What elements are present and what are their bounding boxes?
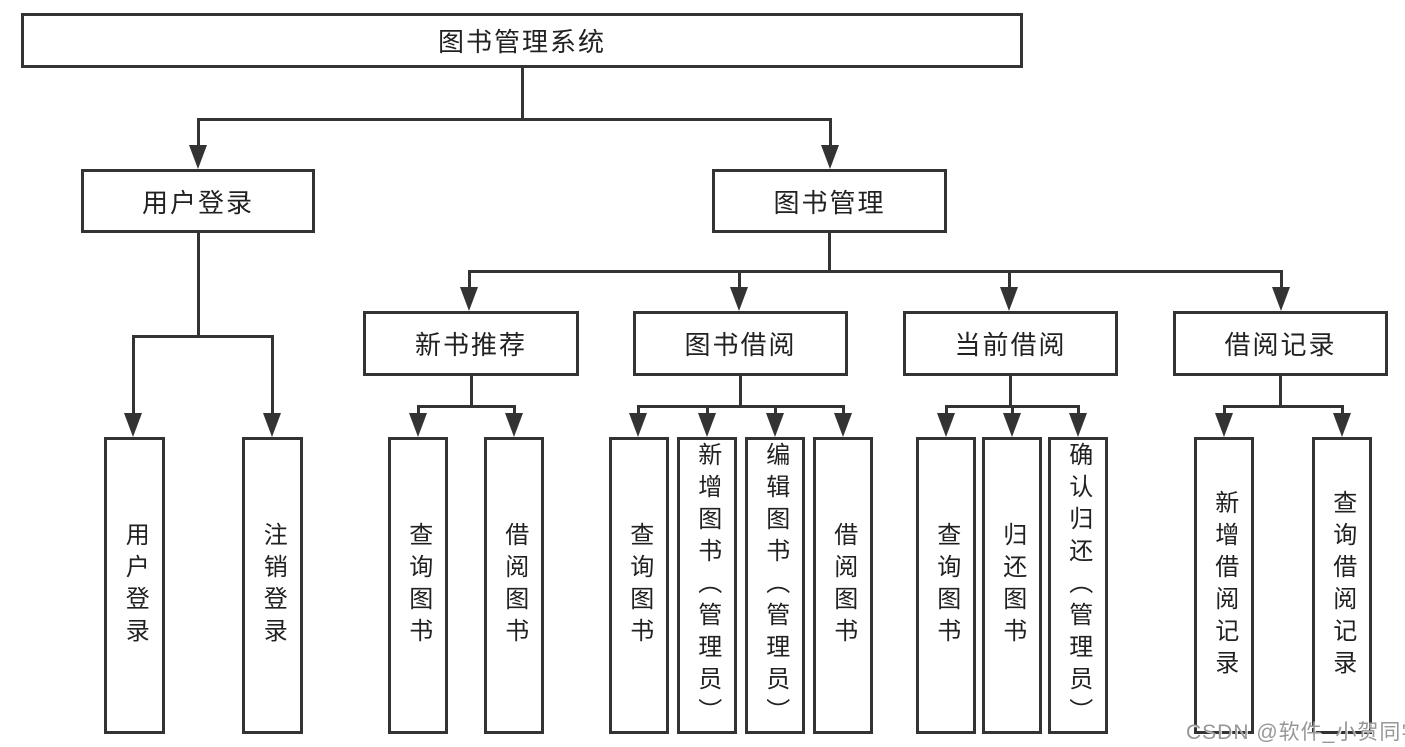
arrow-down-icon <box>1215 413 1233 437</box>
connector-line <box>416 405 420 415</box>
connector-line <box>705 405 709 415</box>
arrow-down-icon <box>834 413 852 437</box>
connector-book-borrow-bar <box>636 405 844 408</box>
connector-line <box>773 405 777 415</box>
connector-line <box>1007 270 1011 289</box>
connector-line <box>467 270 471 289</box>
connector-borrow-record-bar <box>1222 405 1342 408</box>
connector-line <box>944 405 948 415</box>
connector-line <box>1076 405 1080 415</box>
node-book-management: 图书管理 <box>712 169 947 233</box>
arrow-down-icon <box>409 413 427 437</box>
connector-root-stem <box>520 68 524 121</box>
connector-line <box>196 118 200 146</box>
connector-line <box>737 270 741 289</box>
connector-new-book-stem <box>469 376 473 407</box>
leaf-current-return-books-label: 归还图书 <box>998 521 1026 650</box>
leaf-user-login: 用户登录 <box>104 437 165 734</box>
arrow-down-icon <box>460 287 478 311</box>
connector-line <box>1340 405 1344 415</box>
connector-line <box>1222 405 1226 415</box>
arrow-down-icon <box>505 413 523 437</box>
node-new-book-recommend-label: 新书推荐 <box>414 330 527 360</box>
connector-line <box>828 118 832 146</box>
connector-line <box>636 405 640 415</box>
node-borrowing-records: 借阅记录 <box>1173 311 1388 376</box>
arrow-down-icon <box>821 145 839 169</box>
connector-line <box>841 405 845 415</box>
leaf-record-add: 新增借阅记录 <box>1194 437 1254 734</box>
leaf-logout: 注销登录 <box>242 437 303 734</box>
arrow-down-icon <box>1000 287 1018 311</box>
node-root: 图书管理系统 <box>21 13 1023 68</box>
node-user-login-label: 用户登录 <box>141 187 254 218</box>
connector-book-mgmt-stem <box>828 233 831 273</box>
leaf-recommend-borrow-books: 借阅图书 <box>484 437 544 734</box>
leaf-recommend-query-books: 查询图书 <box>388 437 448 734</box>
node-current-borrowing-label: 当前借阅 <box>954 330 1067 360</box>
node-book-management-label: 图书管理 <box>773 187 886 218</box>
leaf-logout-label: 注销登录 <box>259 521 287 650</box>
leaf-user-login-label: 用户登录 <box>121 521 149 650</box>
leaf-borrowing-add-books: 新增图书（管理员） <box>677 437 737 734</box>
arrow-down-icon <box>766 413 784 437</box>
node-book-borrowing: 图书借阅 <box>633 311 848 376</box>
arrow-down-icon <box>124 413 142 437</box>
arrow-down-icon <box>937 413 955 437</box>
connector-user-login-bar <box>131 335 274 338</box>
node-new-book-recommend: 新书推荐 <box>363 311 579 376</box>
leaf-current-confirm-return: 确认归还（管理员） <box>1048 437 1108 734</box>
connector-line <box>1010 405 1014 415</box>
leaf-borrowing-add-books-label: 新增图书（管理员） <box>693 441 721 730</box>
arrow-down-icon <box>189 145 207 169</box>
leaf-record-add-label: 新增借阅记录 <box>1210 489 1238 682</box>
connector-line <box>1279 270 1283 289</box>
connector-book-borrow-stem <box>739 376 742 407</box>
arrow-down-icon <box>629 413 647 437</box>
leaf-current-confirm-return-label: 确认归还（管理员） <box>1064 441 1092 730</box>
connector-root-bar <box>196 118 832 121</box>
arrow-down-icon <box>1272 287 1290 311</box>
leaf-borrowing-query-books-label: 查询图书 <box>625 521 653 650</box>
node-root-label: 图书管理系统 <box>437 27 606 57</box>
arrow-down-icon <box>698 413 716 437</box>
leaf-borrowing-borrow-books-label: 借阅图书 <box>829 521 857 650</box>
arrow-down-icon <box>730 287 748 311</box>
leaf-borrowing-borrow-books: 借阅图书 <box>813 437 873 734</box>
node-borrowing-records-label: 借阅记录 <box>1224 330 1337 360</box>
connector-line <box>512 405 516 415</box>
csdn-watermark: CSDN @软件_小贺同学 <box>1186 721 1405 744</box>
leaf-record-query: 查询借阅记录 <box>1312 437 1372 734</box>
leaf-recommend-query-books-label: 查询图书 <box>404 521 432 650</box>
arrow-down-icon <box>1069 413 1087 437</box>
arrow-down-icon <box>263 413 281 437</box>
leaf-recommend-borrow-books-label: 借阅图书 <box>500 521 528 650</box>
arrow-down-icon <box>1003 413 1021 437</box>
connector-user-login-stem <box>196 233 200 337</box>
arrow-down-icon <box>1333 413 1351 437</box>
connector-borrow-record-stem <box>1279 376 1282 407</box>
connector-line <box>131 335 135 415</box>
leaf-current-return-books: 归还图书 <box>982 437 1042 734</box>
leaf-record-query-label: 查询借阅记录 <box>1328 489 1356 682</box>
leaf-borrowing-edit-books: 编辑图书（管理员） <box>745 437 805 734</box>
connector-book-mgmt-bar <box>467 270 1282 273</box>
connector-new-book-bar <box>416 405 516 408</box>
connector-line <box>270 335 274 415</box>
leaf-current-query-books-label: 查询图书 <box>932 521 960 650</box>
leaf-borrowing-query-books: 查询图书 <box>609 437 669 734</box>
leaf-borrowing-edit-books-label: 编辑图书（管理员） <box>761 441 789 730</box>
node-book-borrowing-label: 图书借阅 <box>684 330 797 360</box>
node-user-login: 用户登录 <box>81 169 315 233</box>
node-current-borrowing: 当前借阅 <box>903 311 1118 376</box>
connector-current-borrow-stem <box>1009 376 1012 407</box>
leaf-current-query-books: 查询图书 <box>916 437 976 734</box>
